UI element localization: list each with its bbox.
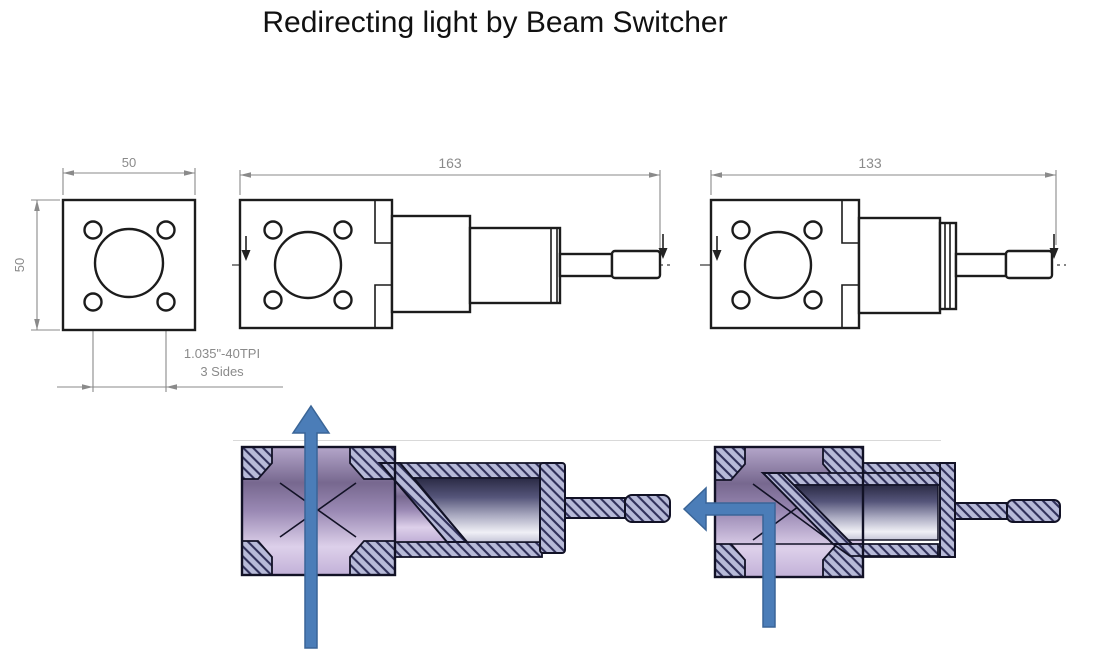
beam-up-arrow — [291, 404, 331, 649]
beam-redirected-left-arrow — [682, 486, 776, 628]
mirror-45deg — [377, 462, 470, 543]
front-width-dimension: 50 — [62, 155, 196, 195]
section-mark-left — [712, 236, 722, 261]
bore-cone-lines — [279, 482, 357, 538]
plunger-tube-bottom-wall — [394, 541, 543, 558]
section-image-top-border — [233, 440, 941, 441]
front-height-dimension: 50 — [12, 199, 60, 331]
housing-step-top — [862, 462, 941, 474]
plunger-knob — [1006, 499, 1061, 523]
plunger-end-cap — [939, 462, 956, 558]
section-mark-right — [1049, 234, 1059, 259]
switcher-body-section — [713, 445, 1061, 579]
mirror-45deg — [760, 472, 855, 545]
cross-section-beam-redirected — [682, 445, 1061, 628]
thread-note-line1: 1.035"-40TPI — [184, 346, 260, 361]
front-view-drawing: 50 50 1.035"-40TPI 3 Sides — [12, 155, 283, 392]
plunger-shaft — [954, 502, 1008, 520]
plunger-shaft — [564, 497, 626, 519]
plunger-knob — [624, 494, 671, 523]
side-view-short-drawing: 133 — [700, 155, 1066, 330]
length-dimension-163: 163 — [239, 155, 661, 248]
side-short-length-label: 133 — [858, 155, 882, 171]
plunger-tube-bottom-wall — [830, 543, 939, 557]
side-long-length-label: 163 — [438, 155, 462, 171]
length-dimension-133: 133 — [710, 155, 1057, 245]
section-mark-right — [658, 234, 668, 259]
front-height-label: 50 — [12, 258, 27, 272]
section-mark-left — [241, 236, 251, 261]
front-plate-outline — [61, 198, 197, 332]
front-width-label: 50 — [122, 155, 136, 170]
side-long-body — [238, 198, 662, 330]
side-view-long-drawing: 163 — [232, 155, 670, 330]
plunger-end-cap — [539, 462, 566, 554]
slide-title: Redirecting light by Beam Switcher — [262, 6, 728, 39]
cross-section-beam-up — [240, 404, 671, 649]
thread-note-line2: 3 Sides — [200, 364, 244, 379]
switcher-body-section — [240, 445, 671, 577]
side-short-body — [709, 198, 1054, 330]
